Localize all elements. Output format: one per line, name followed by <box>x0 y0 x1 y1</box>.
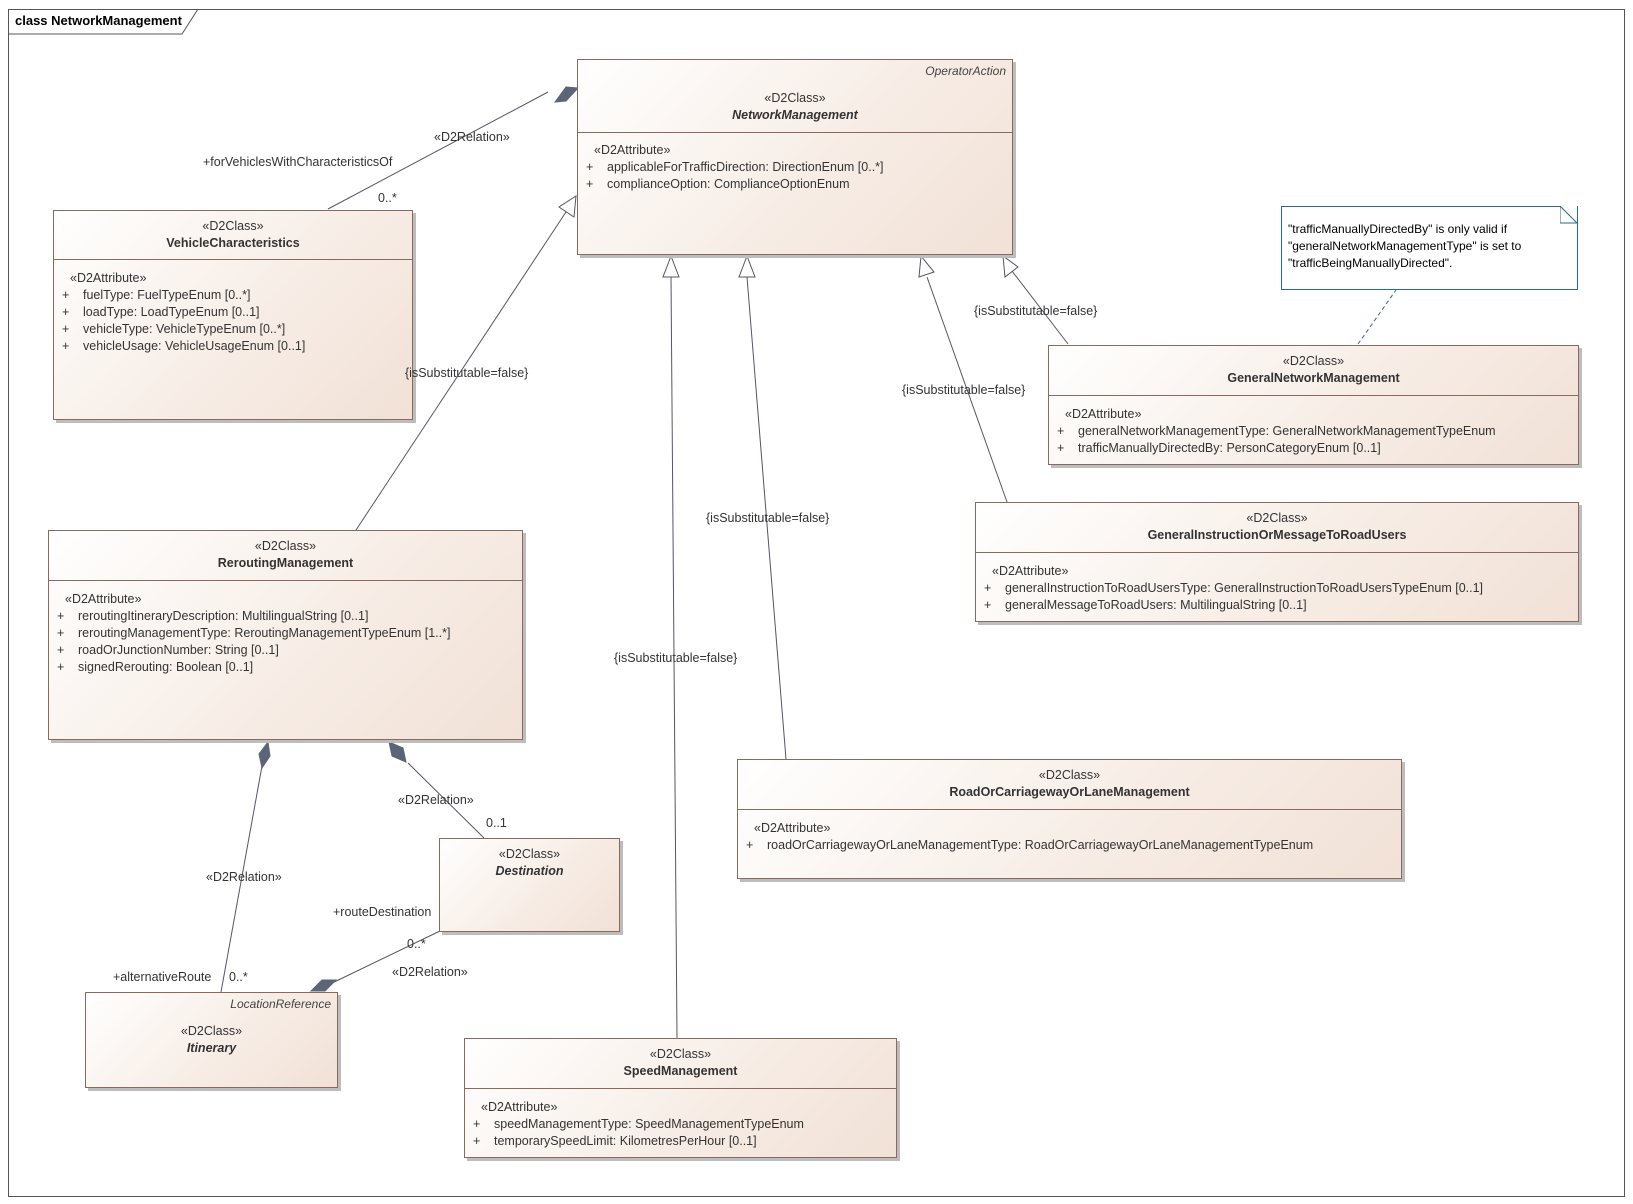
association-stereotype-label: «D2Relation» <box>434 130 510 144</box>
attribute-row: +complianceOption: ComplianceOptionEnum <box>586 177 850 191</box>
generalization-general-arrow <box>1002 254 1019 278</box>
constraint-label: {isSubstitutable=false} <box>902 383 1026 397</box>
class-name: NetworkManagement <box>732 108 858 122</box>
class-name: SpeedManagement <box>623 1064 738 1078</box>
composition-dest-itin-diamond <box>309 979 338 992</box>
generalization-road-line <box>746 276 787 760</box>
class-destination[interactable]: «D2Class» Destination <box>439 838 620 932</box>
attribute-row: +roadOrJunctionNumber: String [0..1] <box>57 643 279 657</box>
composition-itinerary-diamond <box>258 740 271 770</box>
attribute-row: +speedManagementType: SpeedManagementTyp… <box>473 1117 804 1131</box>
class-name: Itinerary <box>186 1041 237 1055</box>
association-role-label: +alternativeRoute <box>113 970 212 984</box>
class-name: Destination <box>495 864 564 878</box>
class-stereotype: «D2Class» <box>649 1047 712 1061</box>
class-stereotype: «D2Class» <box>254 539 317 553</box>
association-destination-line <box>407 762 485 839</box>
parent-class-label: OperatorAction <box>925 64 1006 78</box>
class-general-network-management[interactable]: «D2Class» GeneralNetworkManagement «D2At… <box>1048 345 1579 465</box>
note-line: "trafficManuallyDirectedBy" is only vali… <box>1288 222 1508 236</box>
class-general-instruction[interactable]: «D2Class» GeneralInstructionOrMessageToR… <box>975 502 1579 622</box>
attribute-row: +vehicleUsage: VehicleUsageEnum [0..1] <box>62 339 306 353</box>
attribute-row: +generalInstructionToRoadUsersType: Gene… <box>984 581 1484 595</box>
attribute-row: +reroutingManagementType: ReroutingManag… <box>57 626 451 640</box>
constraint-label: {isSubstitutable=false} <box>405 366 529 380</box>
attribute-stereotype: «D2Attribute» <box>992 564 1069 578</box>
generalization-general-line <box>1011 270 1069 345</box>
class-name: GeneralNetworkManagement <box>1227 371 1400 385</box>
generalization-rerouting-line <box>355 211 567 531</box>
association-itinerary-line <box>220 765 263 993</box>
class-vehicle-characteristics[interactable]: «D2Class» VehicleCharacteristics «D2Attr… <box>53 210 413 420</box>
class-stereotype: «D2Class» <box>180 1024 243 1038</box>
association-stereotype-label: «D2Relation» <box>398 793 474 807</box>
parent-class-label: LocationReference <box>230 997 331 1011</box>
multiplicity-label: 0..* <box>378 191 397 205</box>
attribute-row: +vehicleType: VehicleTypeEnum [0..*] <box>62 322 286 336</box>
note-fold-icon <box>1560 206 1578 224</box>
class-stereotype: «D2Class» <box>1282 354 1345 368</box>
note-line: "generalNetworkManagementType" is set to <box>1288 239 1522 253</box>
multiplicity-label: 0..* <box>229 970 248 984</box>
attribute-stereotype: «D2Attribute» <box>481 1100 558 1114</box>
class-road-or-carriageway[interactable]: «D2Class» RoadOrCarriagewayOrLaneManagem… <box>737 759 1402 879</box>
multiplicity-label: 0..* <box>407 937 426 951</box>
multiplicity-label: 0..1 <box>486 816 507 830</box>
attribute-row: +reroutingItineraryDescription: Multilin… <box>57 609 369 623</box>
attribute-row: +roadOrCarriagewayOrLaneManagementType: … <box>746 838 1314 852</box>
class-name: RoadOrCarriagewayOrLaneManagement <box>949 785 1190 799</box>
composition-destination-diamond <box>388 741 407 763</box>
composition-vehicle-diamond <box>553 86 580 103</box>
attribute-stereotype: «D2Attribute» <box>1065 407 1142 421</box>
generalization-rerouting-arrow <box>558 195 577 218</box>
attribute-stereotype: «D2Attribute» <box>65 592 142 606</box>
class-stereotype: «D2Class» <box>1038 768 1101 782</box>
attribute-row: +fuelType: FuelTypeEnum [0..*] <box>62 288 251 302</box>
attribute-row: +signedRerouting: Boolean [0..1] <box>57 660 254 674</box>
class-stereotype: «D2Class» <box>764 91 826 105</box>
class-name: ReroutingManagement <box>217 556 354 570</box>
constraint-label: {isSubstitutable=false} <box>614 651 738 665</box>
constraint-label: {isSubstitutable=false} <box>706 511 830 525</box>
generalization-speed-line <box>670 276 678 1039</box>
association-stereotype-label: «D2Relation» <box>206 870 282 884</box>
frame-tab-outline <box>8 8 199 35</box>
association-role-label: +forVehiclesWithCharacteristicsOf <box>203 155 393 169</box>
class-network-management[interactable]: OperatorAction «D2Class» NetworkManageme… <box>577 59 1013 255</box>
class-stereotype: «D2Class» <box>1246 511 1308 525</box>
class-itinerary[interactable]: LocationReference «D2Class» Itinerary <box>85 992 338 1088</box>
attribute-row: +generalNetworkManagementType: GeneralNe… <box>1057 424 1496 438</box>
class-rerouting-management[interactable]: «D2Class» ReroutingManagement «D2Attribu… <box>48 530 523 740</box>
attribute-row: +applicableForTrafficDirection: Directio… <box>586 160 884 174</box>
generalization-instruction-line <box>926 276 1008 503</box>
diagram-frame <box>8 9 1625 1197</box>
generalization-road-arrow <box>738 254 756 278</box>
attribute-stereotype: «D2Attribute» <box>594 143 671 157</box>
constraint-note[interactable]: "trafficManuallyDirectedBy" is only vali… <box>1281 206 1578 290</box>
attribute-row: +trafficManuallyDirectedBy: PersonCatego… <box>1057 441 1381 455</box>
attribute-row: +loadType: LoadTypeEnum [0..1] <box>62 305 260 319</box>
association-vehicle-line <box>327 91 549 210</box>
attribute-stereotype: «D2Attribute» <box>70 271 147 285</box>
class-name: VehicleCharacteristics <box>166 236 300 250</box>
class-speed-management[interactable]: «D2Class» SpeedManagement «D2Attribute» … <box>464 1038 897 1158</box>
class-name: GeneralInstructionOrMessageToRoadUsers <box>1147 528 1407 542</box>
generalization-speed-arrow <box>662 254 680 278</box>
class-stereotype: «D2Class» <box>498 847 561 861</box>
constraint-label: {isSubstitutable=false} <box>974 304 1098 318</box>
attribute-row: +generalMessageToRoadUsers: Multilingual… <box>984 598 1307 612</box>
association-role-label: +routeDestination <box>333 905 432 919</box>
note-line: "trafficBeingManuallyDirected". <box>1288 256 1453 270</box>
generalization-instruction-arrow <box>918 254 935 278</box>
association-dest-itin-line <box>327 930 441 986</box>
association-stereotype-label: «D2Relation» <box>392 965 468 979</box>
class-stereotype: «D2Class» <box>202 219 264 233</box>
attribute-stereotype: «D2Attribute» <box>754 821 831 835</box>
frame-title: class NetworkManagement <box>15 13 182 28</box>
attribute-row: +temporarySpeedLimit: KilometresPerHour … <box>473 1134 757 1148</box>
